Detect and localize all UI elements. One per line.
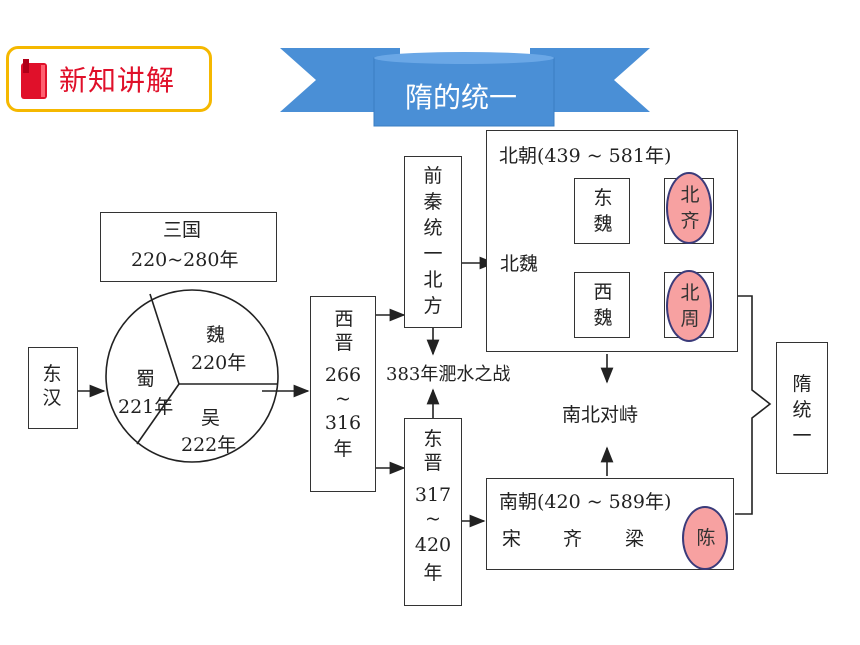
eastern-jin-name: 东晋 <box>423 428 443 474</box>
sui-unification-box: 隋统一 <box>776 342 828 474</box>
eastern-jin-tilde: ~ <box>425 508 441 530</box>
western-jin-name: 西晋 <box>334 308 354 354</box>
western-jin-end: 316 <box>324 412 362 434</box>
northern-zhou-highlight: 北周 <box>666 270 712 342</box>
western-jin-tilde: ~ <box>335 388 351 410</box>
wei-year: 220年 <box>191 352 247 374</box>
former-qin-label: 前秦统一北方 <box>423 165 443 317</box>
western-wei-box: 西魏 <box>574 272 630 338</box>
badge-label: 新知讲解 <box>59 64 176 97</box>
northern-wei-label: 北魏 <box>500 253 539 275</box>
sui-unification-label: 隋统一 <box>792 373 812 447</box>
wu-label: 吴 <box>201 407 221 429</box>
wu-year: 222年 <box>181 434 237 456</box>
eastern-han-label: 东汉 <box>42 363 62 409</box>
eastern-wei-label: 东魏 <box>593 187 613 235</box>
battle-label: 383年淝水之战 <box>386 364 511 385</box>
section-badge: 新知讲解 <box>6 46 212 112</box>
shu-year: 221年 <box>118 396 174 418</box>
song-label: 宋 <box>502 528 522 550</box>
liang-label: 梁 <box>625 528 645 550</box>
book-icon <box>21 59 47 99</box>
qi-label: 齐 <box>563 528 583 550</box>
southern-dynasties-title: 南朝(420 ~ 589年) <box>499 491 672 513</box>
western-jin-unit: 年 <box>333 438 353 460</box>
western-wei-label: 西魏 <box>593 281 613 329</box>
eastern-jin-start: 317 <box>414 484 452 506</box>
three-kingdoms-title: 三国 <box>163 219 202 241</box>
page-title: 隋的统一 <box>404 81 517 114</box>
eastern-jin-unit: 年 <box>423 562 443 584</box>
eastern-jin-end: 420 <box>414 534 452 556</box>
shu-label: 蜀 <box>136 368 156 390</box>
chen-highlight: 陈 <box>682 506 728 570</box>
northern-qi-label: 北齐 <box>680 184 700 232</box>
northern-zhou-label: 北周 <box>680 282 700 330</box>
northern-qi-highlight: 北齐 <box>666 172 712 244</box>
wei-label: 魏 <box>206 324 226 346</box>
ribbon-shape <box>280 48 650 127</box>
chen-label: 陈 <box>696 527 716 549</box>
eastern-wei-box: 东魏 <box>574 178 630 244</box>
three-kingdoms-box: 三国 220~280年 <box>100 212 277 282</box>
eastern-jin-box: 东晋 317 ~ 420 年 <box>404 418 462 606</box>
three-kingdoms-years: 220~280年 <box>131 249 239 271</box>
former-qin-box: 前秦统一北方 <box>404 156 462 328</box>
eastern-han-box: 东汉 <box>28 347 78 429</box>
northern-dynasties-title: 北朝(439 ~ 581年) <box>499 145 672 167</box>
western-jin-start: 266 <box>324 364 362 386</box>
title-ribbon: 隋的统一 <box>280 40 650 130</box>
western-jin-box: 西晋 266 ~ 316 年 <box>310 296 376 492</box>
confrontation-label: 南北对峙 <box>562 404 639 426</box>
